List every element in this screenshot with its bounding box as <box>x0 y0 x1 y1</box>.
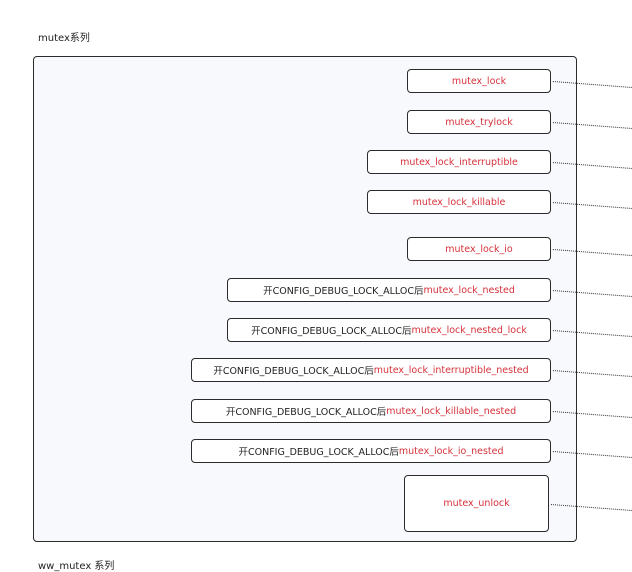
config-condition-label: 开CONFIG_DEBUG_LOCK_ALLOC后 <box>251 326 412 337</box>
function-node-mutex-trylock[interactable]: mutex_trylock <box>407 110 551 134</box>
config-condition-label: 开CONFIG_DEBUG_LOCK_ALLOC后 <box>213 366 374 377</box>
function-name-label: mutex_lock_interruptible_nested <box>373 364 529 376</box>
function-name-label: mutex_lock_io <box>445 243 513 255</box>
function-name-label: mutex_lock <box>451 75 507 87</box>
function-name-label: mutex_unlock <box>443 498 510 509</box>
function-name-label: mutex_lock_interruptible <box>400 156 518 168</box>
function-node-mutex-lock-killable[interactable]: mutex_lock_killable <box>367 190 551 214</box>
section-title: mutex系列 <box>38 33 90 44</box>
config-condition-label: 开CONFIG_DEBUG_LOCK_ALLOC后 <box>225 407 387 418</box>
function-name-label: mutex_lock_io_nested <box>398 445 504 457</box>
function-name-label: mutex_lock_killable <box>412 196 506 208</box>
function-node-mutex-lock[interactable]: mutex_lock <box>407 69 551 93</box>
next-section-title: ww_mutex 系列 <box>38 561 115 572</box>
function-name-label: mutex_trylock <box>445 116 513 128</box>
function-name-label: mutex_lock_nested <box>423 284 515 296</box>
function-name-label: mutex_lock_nested_lock <box>411 324 527 336</box>
config-condition-label: 开CONFIG_DEBUG_LOCK_ALLOC后 <box>238 447 399 458</box>
function-node-mutex-lock-interruptible[interactable]: mutex_lock_interruptible <box>367 150 551 174</box>
config-condition-label: 开CONFIG_DEBUG_LOCK_ALLOC后 <box>263 286 424 297</box>
function-node-mutex-lock-io[interactable]: mutex_lock_io <box>407 237 551 261</box>
function-name-label: mutex_lock_killable_nested <box>386 405 517 417</box>
function-node-mutex-unlock[interactable]: mutex_unlock <box>404 475 549 532</box>
